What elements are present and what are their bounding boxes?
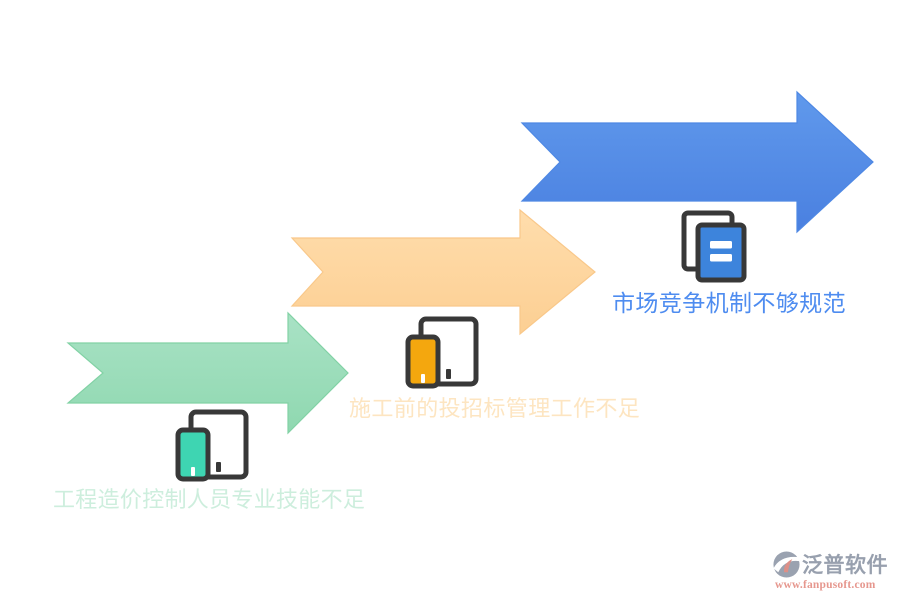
step-label-3: 市场竞争机制不够规范 [612,290,846,316]
arrow-step-3 [520,90,874,234]
step-label-2: 施工前的投招标管理工作不足 [349,396,641,421]
brand-row: 泛普软件 [772,549,888,579]
arrow-step-1 [66,311,349,435]
phone-tablet-icon [175,409,249,482]
watermark: 泛普软件 www.fanpusoft.com [772,549,888,591]
step-label-1: 工程造价控制人员专业技能不足 [53,487,366,512]
brand-name: 泛普软件 [802,553,888,577]
stacked-documents-icon [681,210,747,283]
brand-url: www.fanpusoft.com [775,579,876,591]
arrow-step-2 [290,208,596,336]
phone-tablet-icon [405,316,479,389]
fanpu-logo-icon [773,550,800,578]
